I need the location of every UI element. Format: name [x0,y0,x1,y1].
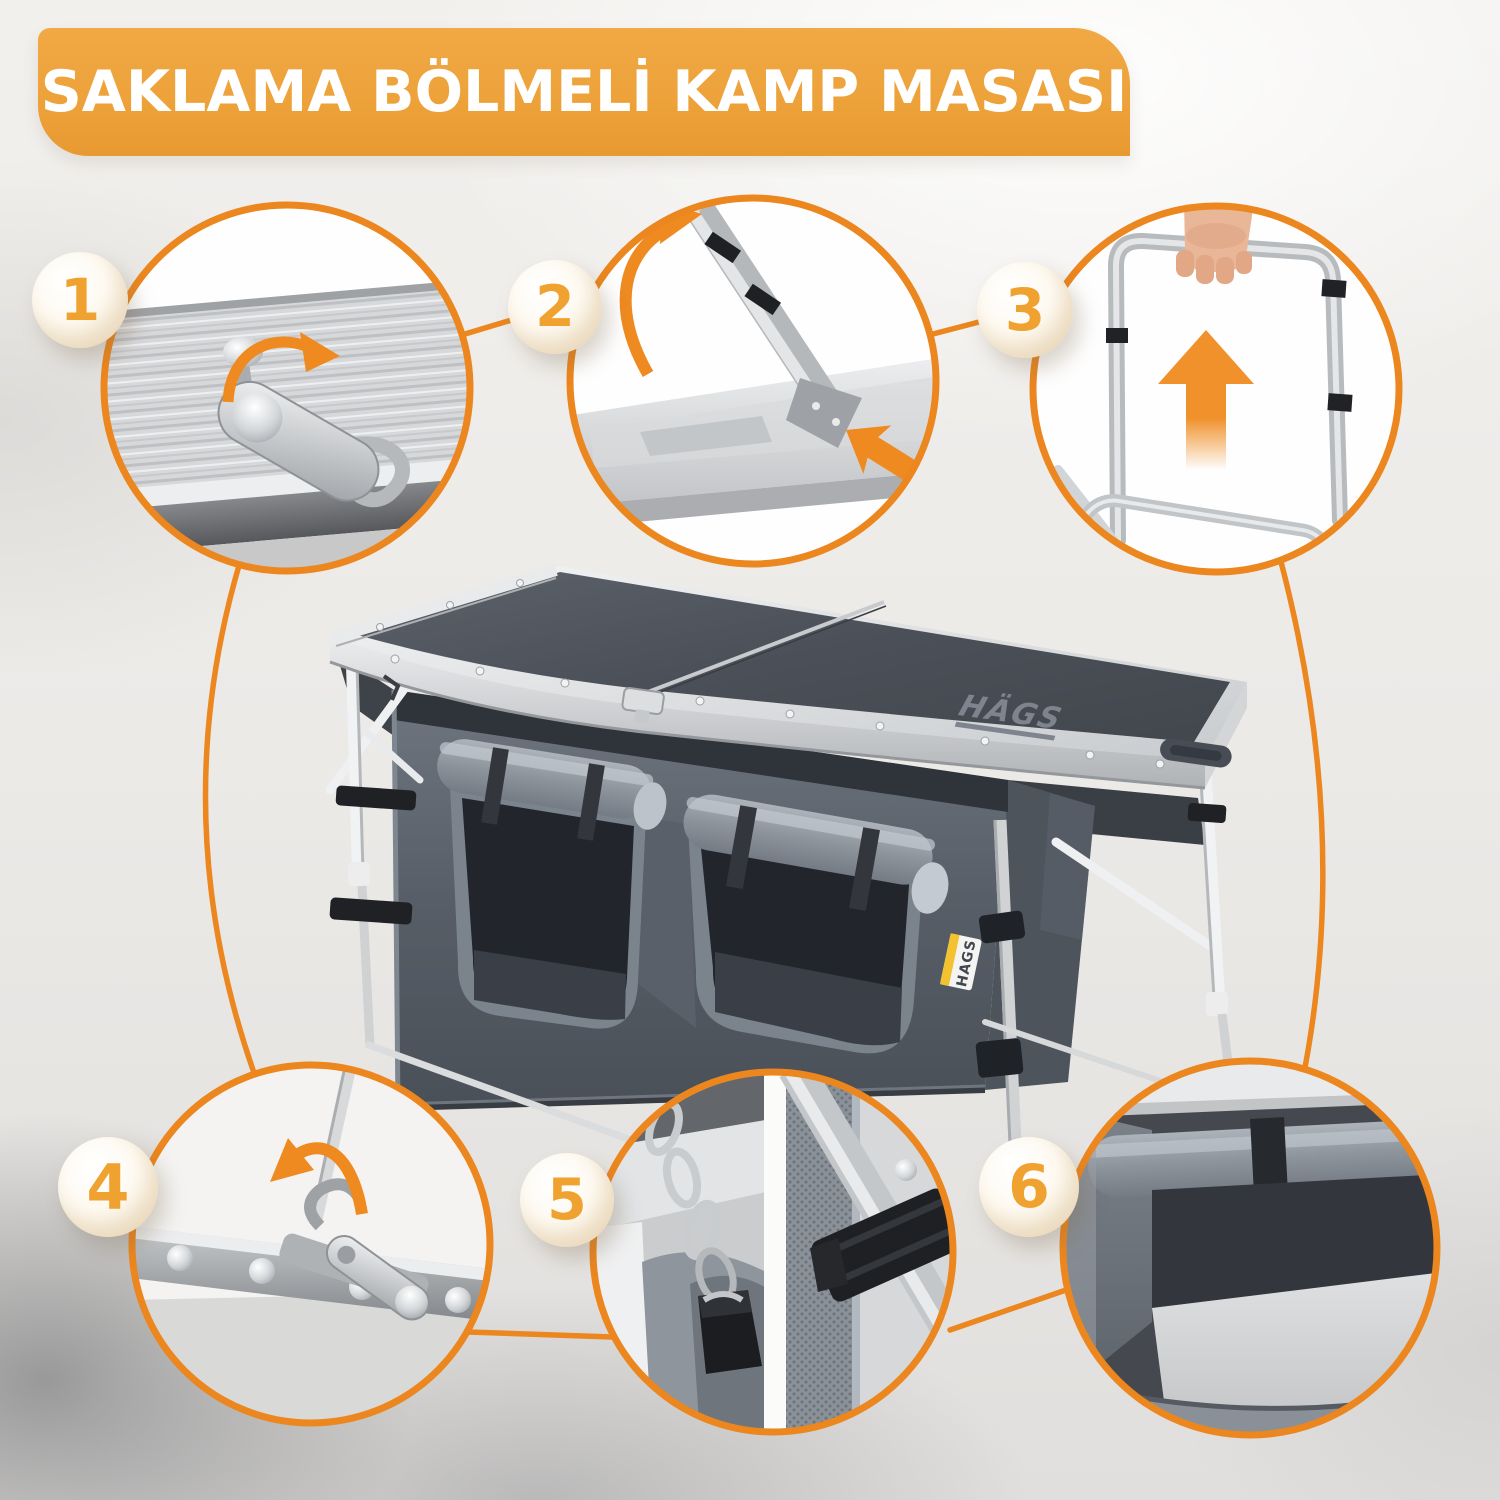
callout-number: 1 [59,266,101,334]
tabletop: HÄGS [329,564,1247,790]
rolled-door-flap-1 [437,739,667,841]
velcro-strap [1187,802,1227,824]
corner-bracket [786,378,862,448]
callout-number: 4 [86,1150,130,1224]
callout-circle-5 [589,1068,957,1436]
callout-badge-4: 4 [58,1137,158,1237]
fold-seam [647,600,885,694]
callout-ring-6 [1059,1057,1441,1439]
hook-clip [382,674,401,701]
rim-screws [376,579,1165,769]
screw-dome [895,1159,917,1181]
callout-badge-5: 5 [520,1153,614,1247]
joint-bands [1106,279,1353,412]
callout-badge-1: 1 [32,252,128,348]
product-camping-table: HAGS [325,564,1247,1190]
carry-handle [1160,738,1232,768]
callout-badge-3: 3 [977,262,1073,358]
connector-lines [202,304,1326,1340]
callout-number: 3 [1004,276,1046,344]
tabletop-front-rim-face [330,636,1205,788]
callout-badge-6: 6 [979,1137,1079,1237]
callout-ring-2 [566,194,940,568]
rolled-door-flap-2 [683,794,949,914]
velcro-strap [335,785,417,811]
page-title: SAKLAMA BÖLMELİ KAMP MASASI [40,59,1128,125]
organizer-divider [638,818,696,1028]
split-divider [764,1072,786,1432]
press-arrow-icon [846,425,929,488]
callout-circle-4 [128,1061,494,1427]
callout-circle-2 [566,194,940,568]
connector-line-4-5 [465,1329,615,1340]
velcro-strap [978,910,1026,944]
callout-circle-3 [1029,202,1403,576]
velcro-strap [329,897,413,925]
callout-circle-6 [1059,1057,1441,1439]
up-arrow-icon [1158,330,1254,470]
callout-number: 5 [547,1167,587,1233]
callout-number: 2 [535,274,575,340]
velcro-strap [975,1038,1024,1078]
connector-line-1-4 [202,559,256,1073]
flap-strap [1250,1117,1288,1195]
compartment-back-wall [1152,1174,1437,1308]
callout-number: 6 [1008,1152,1050,1222]
rotate-arrow-icon [270,1138,368,1215]
lock-lever [325,1235,430,1321]
callout-ring-3 [1029,202,1403,576]
hand [1176,206,1254,284]
organizer-top-shadow [394,690,1008,812]
callout-ring-4 [128,1061,494,1427]
connector-line-5-6 [947,1287,1069,1333]
callout-ring-5 [589,1068,957,1436]
brand-tag: HAGS [939,933,982,991]
left-leg [329,663,417,1047]
tabletop-surface [354,572,1230,742]
latch-clasp [217,381,410,508]
rear-leg [993,819,1023,1166]
velcro-strap-closeup [811,1188,953,1302]
rotate-arrow-icon [222,332,340,403]
connector-line-3-6 [1277,555,1326,1081]
callout-ring-1 [100,201,474,575]
callout-circle-1 [100,201,474,575]
callout-badge-2: 2 [508,260,602,354]
title-banner: SAKLAMA BÖLMELİ KAMP MASASI [38,28,1130,156]
fold-latch [621,686,665,723]
